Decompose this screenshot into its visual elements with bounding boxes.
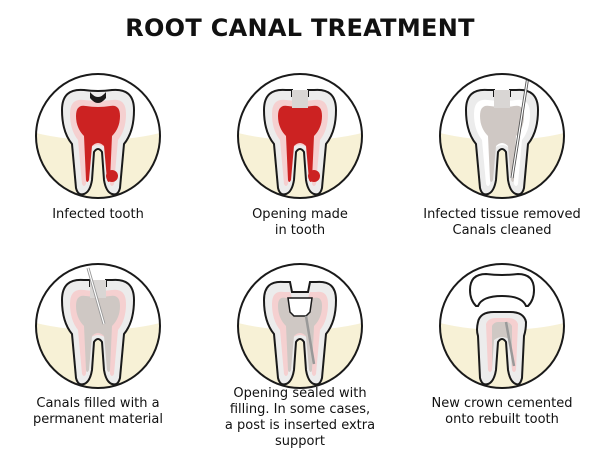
step-3-caption: Infected tissue removed Canals cleaned <box>423 207 581 238</box>
step-5-panel <box>234 260 366 392</box>
infected-tooth-illustration <box>35 73 161 199</box>
opening-sealed-illustration <box>237 263 363 389</box>
step-1-panel <box>32 70 164 202</box>
step-4-panel <box>32 260 164 392</box>
step-6-caption: New crown cemented onto rebuilt tooth <box>431 396 573 427</box>
new-crown-illustration <box>439 263 565 389</box>
step-5-caption: Opening sealed with filling. In some cas… <box>224 386 376 449</box>
step-1-caption: Infected tooth <box>52 207 144 222</box>
opening-made-illustration <box>237 73 363 199</box>
diagram-title: ROOT CANAL TREATMENT <box>125 14 475 42</box>
tissue-removed-illustration <box>439 73 565 199</box>
step-2-caption: Opening made in tooth <box>252 207 348 238</box>
step-3-panel <box>436 70 568 202</box>
step-2-panel <box>234 70 366 202</box>
canals-filled-illustration <box>35 263 161 389</box>
step-6-panel <box>436 260 568 392</box>
step-4-caption: Canals filled with a permanent material <box>33 396 163 427</box>
